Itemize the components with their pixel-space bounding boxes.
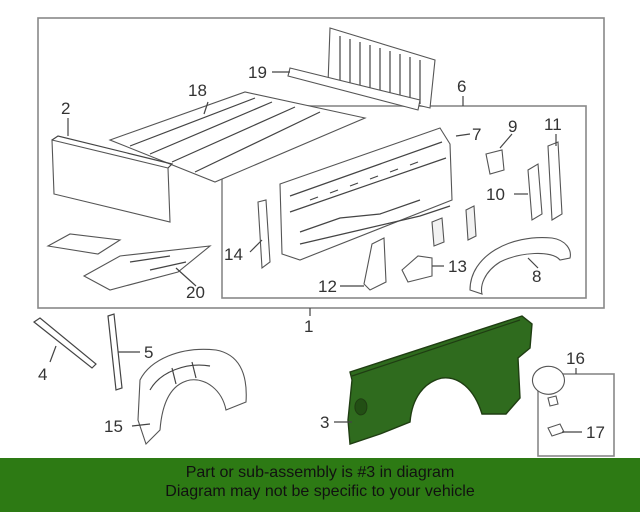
info-banner: Part or sub-assembly is #3 in diagram Di… xyxy=(0,458,640,512)
callout-17: 17 xyxy=(586,423,605,442)
callout-6: 6 xyxy=(457,77,466,96)
callout-14: 14 xyxy=(224,245,243,264)
small-bracket-parts xyxy=(431,205,477,247)
leader-lines xyxy=(49,71,582,433)
callout-12: 12 xyxy=(318,277,337,296)
bed-floor-part[interactable] xyxy=(108,91,367,183)
callout-2: 2 xyxy=(61,99,70,118)
callout-19: 19 xyxy=(248,63,267,82)
rod-part-4[interactable] xyxy=(32,317,97,369)
callout-20: 20 xyxy=(186,283,205,302)
rear-pillar-part[interactable] xyxy=(547,141,563,221)
parts-diagram: 1 2 3 4 5 6 7 8 9 10 11 12 13 14 15 16 1… xyxy=(32,17,615,457)
callout-9: 9 xyxy=(508,117,517,136)
callout-8: 8 xyxy=(532,267,541,286)
tailgate-part[interactable] xyxy=(287,27,436,111)
banner-line-1: Part or sub-assembly is #3 in diagram xyxy=(185,464,455,481)
callout-18: 18 xyxy=(188,81,207,100)
cap-part-9[interactable] xyxy=(485,149,505,175)
outer-bedside-panel-part[interactable] xyxy=(347,315,533,445)
pillar-part[interactable] xyxy=(257,199,271,270)
callout-3: 3 xyxy=(320,413,329,432)
callout-10: 10 xyxy=(486,185,505,204)
wheel-flare-part[interactable] xyxy=(469,236,571,295)
callout-5: 5 xyxy=(144,343,153,362)
banner-line-2: Diagram may not be specific to your vehi… xyxy=(165,483,475,500)
wheelhouse-part[interactable] xyxy=(137,348,247,446)
callout-15: 15 xyxy=(104,417,123,436)
bracket-part-13[interactable] xyxy=(401,255,433,283)
callout-16: 16 xyxy=(566,349,585,368)
fastener-part-17[interactable] xyxy=(547,423,565,437)
callout-1: 1 xyxy=(304,317,313,336)
front-panel-part[interactable] xyxy=(51,135,174,223)
bracket-part-12[interactable] xyxy=(363,237,387,291)
rod-part-5[interactable] xyxy=(107,313,123,391)
assembly-frame xyxy=(37,17,605,309)
bracket-part-10[interactable] xyxy=(527,163,543,221)
floor-mat-part[interactable] xyxy=(46,233,212,291)
callout-4: 4 xyxy=(38,365,47,384)
inner-bedside-part[interactable] xyxy=(279,127,453,261)
callout-13: 13 xyxy=(448,257,467,276)
callout-7: 7 xyxy=(472,125,481,144)
fuel-door-part[interactable] xyxy=(532,365,565,407)
callout-11: 11 xyxy=(544,115,562,134)
